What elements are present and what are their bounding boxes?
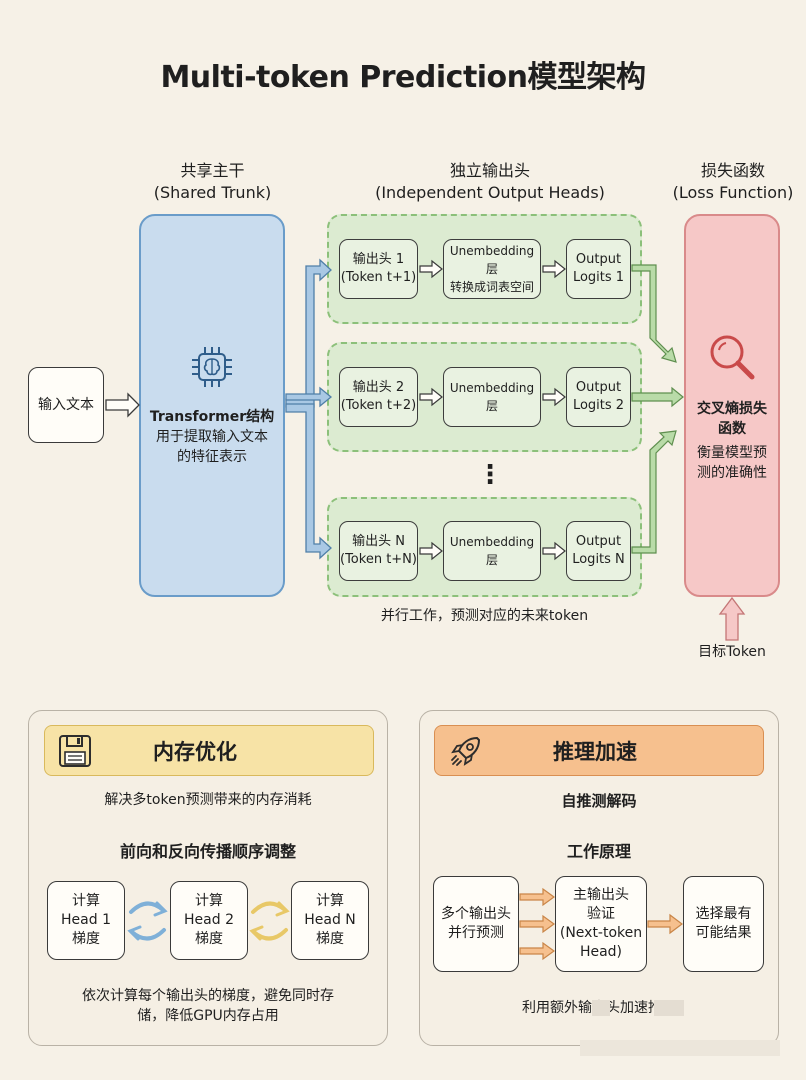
gradient-step-n: 计算 Head N 梯度 [291,881,369,960]
brain-chip-icon [192,346,232,387]
unembed-n-label: Unembedding层 [449,535,535,567]
gradient-step-1: 计算 Head 1 梯度 [47,881,125,960]
magnifier-icon [710,335,755,379]
section-header-trunk: 共享主干 (Shared Trunk) [130,160,295,204]
trunk-header-en: (Shared Trunk) [153,183,272,202]
inference-banner: 推理加速 [434,725,764,776]
step-n-l3: 梯度 [316,931,344,947]
heads-header-zh: 独立输出头 [449,161,530,180]
loss-title-2: 函数 [718,420,746,437]
memory-banner: 内存优化 [44,725,374,776]
logits-1-line1: Output [575,252,622,267]
box3-l2: 可能结果 [695,925,752,941]
unembed-1-label: Unembedding层 [449,244,535,276]
step-2-l1: 计算 [195,893,223,909]
input-text-label: 输入文本 [38,396,94,413]
inference-section-title: 工作原理 [566,842,631,861]
section-header-heads: 独立输出头 (Independent Output Heads) [340,160,640,204]
box2-l3: (Next-token [559,925,643,941]
output-logits-n: Output Logits N [566,521,631,581]
unembedding-layer-2: Unembedding层 [443,367,541,427]
box2-l4: Head) [579,944,623,960]
memory-subtitle: 解决多token预测带来的内存消耗 [104,792,312,808]
memory-footer-2: 储，降低GPU内存占用 [137,1008,279,1024]
inference-title: 推理加速 [553,739,637,764]
memory-section-title: 前向和反向传播顺序调整 [119,842,296,861]
logits-2-line2: Logits 2 [572,398,625,413]
arrows-logits-to-loss [631,264,684,554]
top-arrows [105,258,746,641]
step-1-l2: Head 1 [61,912,111,928]
memory-footer-1: 依次计算每个输出头的梯度，避免同时存 [82,988,334,1004]
logits-n-line2: Logits N [572,552,625,567]
output-logits-2: Output Logits 2 [566,367,631,427]
loss-desc-2: 测的准确性 [697,464,767,481]
section-header-loss: 损失函数 (Loss Function) [660,160,806,204]
box1-l1: 多个输出头 [441,906,511,922]
output-head-n: 输出头 N (Token t+N) [339,521,418,581]
head-1-name: 输出头 1 [352,252,405,267]
parallel-note: 并行工作，预测对应的未来token [380,608,589,624]
inference-subtitle: 自推测解码 [561,792,637,810]
main-head-verify-box: 主输出头 验证 (Next-token Head) [555,876,647,972]
gradient-step-2: 计算 Head 2 梯度 [170,881,248,960]
target-token-label: 目标Token [698,644,766,660]
trunk-desc-2: 的特征表示 [177,448,247,465]
unembed-2-label: Unembedding层 [449,381,535,413]
page-title: Multi-token Prediction模型架构 [160,60,646,95]
step-1-l3: 梯度 [72,931,100,947]
output-head-2: 输出头 2 (Token t+2) [339,367,418,427]
logits-1-line2: Logits 1 [572,270,625,285]
box2-l2: 验证 [587,906,615,922]
memory-footer: 依次计算每个输出头的梯度，避免同时存 储，降低GPU内存占用 [28,986,388,1026]
input-text-box: 输入文本 [28,367,104,443]
loss-desc-1: 衡量模型预 [697,444,767,461]
ellipsis: ⋮ [477,460,503,490]
arrows-inside-heads [419,259,566,561]
watermark-block [592,1000,610,1016]
step-2-l3: 梯度 [195,931,223,947]
trunk-desc-1: 用于提取输入文本 [156,428,268,445]
output-logits-1: Output Logits 1 [566,239,631,299]
shared-trunk-box: Transformer结构 用于提取输入文本 的特征表示 [139,214,285,597]
step-n-l2: Head N [304,912,356,928]
step-n-l1: 计算 [316,893,344,909]
loss-title-1: 交叉熵损失 [697,400,767,417]
head-2-token: (Token t+2) [340,398,417,413]
unembedding-layer-1: Unembedding层 转换成词表空间 [443,239,541,299]
trunk-header-zh: 共享主干 [180,161,245,180]
loss-header-zh: 损失函数 [700,161,765,180]
arrows-trunk-to-heads [285,258,333,560]
step-2-l2: Head 2 [184,912,234,928]
parallel-predict-box: 多个输出头 并行预测 [433,876,519,972]
logits-n-line1: Output [575,534,622,549]
logits-2-line1: Output [575,380,622,395]
output-head-1: 输出头 1 (Token t+1) [339,239,418,299]
step-1-l1: 计算 [72,893,100,909]
box2-l1: 主输出头 [573,887,629,903]
loss-function-box: 交叉熵损失 函数 衡量模型预 测的准确性 [684,214,780,597]
watermark-block [654,1000,684,1016]
rocket-icon [451,736,481,766]
heads-header-en: (Independent Output Heads) [375,183,605,202]
box1-l2: 并行预测 [448,925,504,941]
arrow-target-to-loss [718,596,746,641]
unembed-1-sub: 转换成词表空间 [449,280,534,294]
trunk-title: Transformer结构 [149,408,275,425]
box3-l1: 选择最有 [695,906,752,922]
watermark-block [580,1040,780,1056]
select-result-box: 选择最有 可能结果 [683,876,764,972]
loss-header-en: (Loss Function) [672,183,794,202]
floppy-disk-icon [59,734,91,767]
arrow-input-to-trunk [105,392,140,418]
head-n-token: (Token t+N) [340,552,417,567]
head-2-name: 输出头 2 [352,380,405,395]
unembedding-layer-n: Unembedding层 [443,521,541,581]
memory-title: 内存优化 [153,739,237,764]
head-1-token: (Token t+1) [340,270,417,285]
head-n-name: 输出头 N [352,534,405,549]
